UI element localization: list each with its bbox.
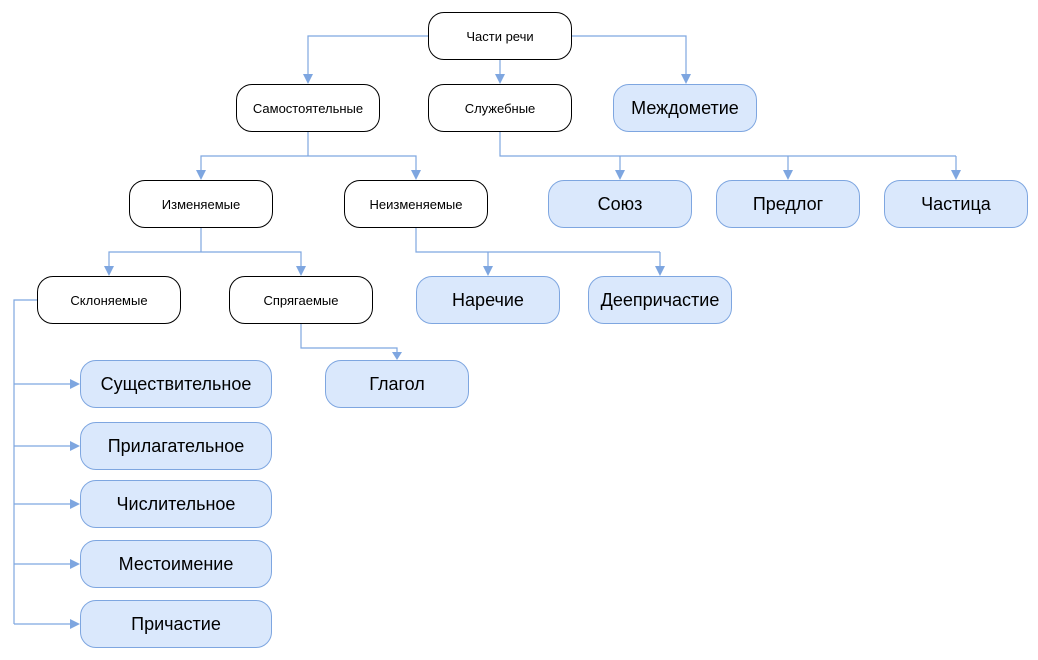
node-particle: Частица [884,180,1028,228]
connector-uninflected-split [415,228,661,266]
arrowhead-pronoun [70,559,80,569]
connector-root-independent [307,35,428,74]
arrowhead-interjection [681,74,691,84]
node-preposition: Предлог [716,180,860,228]
connector-auxiliary-split [499,132,957,170]
connector-inflected-split [108,228,302,266]
connector-root-interjection [572,35,687,74]
node-uninflected: Неизменяемые [344,180,488,228]
arrowhead-independent [303,74,313,84]
arrowhead-verb [392,352,402,360]
node-pronoun: Местоимение [80,540,272,588]
arrowhead-adverb [483,266,493,276]
node-conjunction: Союз [548,180,692,228]
connector-independent-split [200,132,417,170]
node-numeral: Числительное [80,480,272,528]
arrowhead-preposition [783,170,793,180]
node-auxiliary: Служебные [428,84,572,132]
arrowhead-participle [70,619,80,629]
node-adverbial-participle: Деепричастие [588,276,732,324]
arrowhead-adjective [70,441,80,451]
node-adjective: Прилагательное [80,422,272,470]
arrowhead-noun [70,379,80,389]
arrowhead-inflected [196,170,206,180]
node-parts-of-speech: Части речи [428,12,572,60]
arrowhead-numeral [70,499,80,509]
arrowhead-conjugated [296,266,306,276]
node-inflected: Изменяемые [129,180,273,228]
connector-declinable-bus [13,299,70,625]
arrowhead-declinable [104,266,114,276]
arrowhead-uninflected [411,170,421,180]
node-interjection: Междометие [613,84,757,132]
node-declinable: Склоняемые [37,276,181,324]
node-adverb: Наречие [416,276,560,324]
node-noun: Существительное [80,360,272,408]
arrowhead-conjunction [615,170,625,180]
node-independent: Самостоятельные [236,84,380,132]
arrowhead-adverbial-participle [655,266,665,276]
arrowhead-auxiliary [495,74,505,84]
node-participle: Причастие [80,600,272,648]
connector-conjugated-verb [300,324,398,352]
arrowhead-particle [951,170,961,180]
node-verb: Глагол [325,360,469,408]
node-conjugated: Спрягаемые [229,276,373,324]
